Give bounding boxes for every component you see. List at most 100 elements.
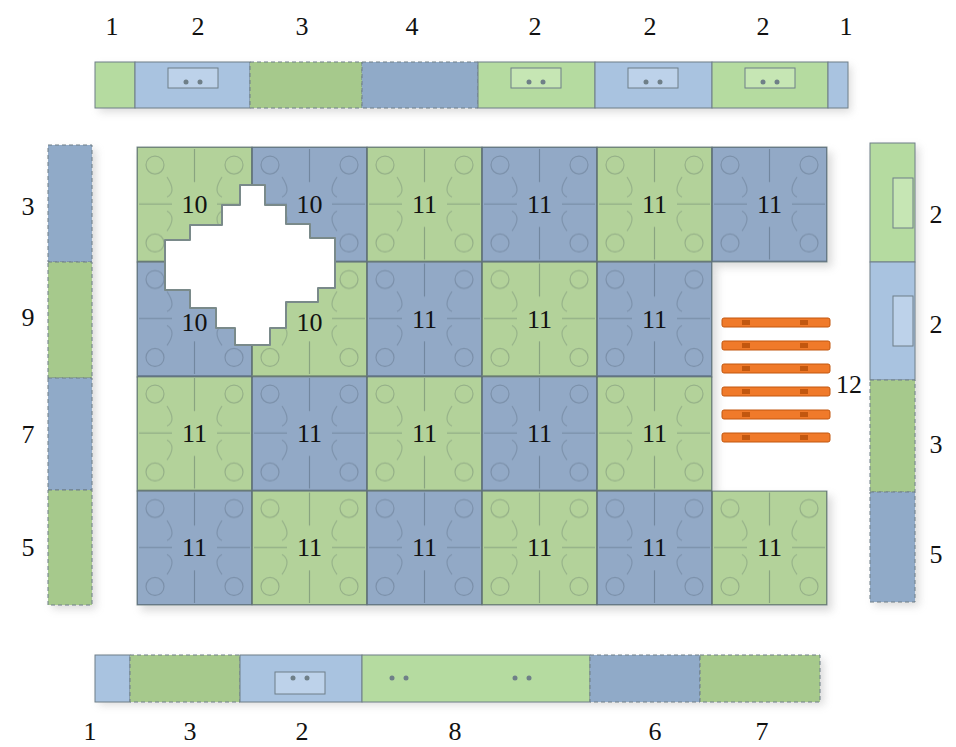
peg	[761, 80, 766, 85]
wall-piece	[870, 262, 915, 380]
callout-number: 11	[527, 535, 552, 561]
bar-stud	[800, 412, 808, 417]
callout-number: 2	[529, 14, 542, 40]
callout-number: 10	[182, 192, 208, 218]
wall-dots	[184, 80, 780, 85]
bar-stud	[800, 366, 808, 371]
bottom-wall	[95, 655, 820, 702]
top-wall	[95, 62, 848, 108]
wall-piece	[48, 378, 92, 490]
wall-tab	[893, 178, 913, 228]
peg	[404, 676, 409, 681]
callout-number: 7	[22, 422, 35, 448]
peg	[541, 80, 546, 85]
bar-stud	[742, 343, 750, 348]
callout-number: 2	[930, 312, 943, 338]
peg	[305, 676, 310, 681]
wall-tab	[168, 68, 218, 88]
callout-number: 10	[182, 310, 208, 336]
callout-number: 10	[297, 310, 323, 336]
callout-number: 11	[642, 307, 667, 333]
callout-number: 1	[84, 719, 97, 745]
wall-piece	[478, 62, 595, 108]
wall-tab	[893, 296, 913, 346]
wall-piece	[362, 655, 590, 702]
wall-tab	[511, 68, 561, 88]
callout-number: 11	[642, 421, 667, 447]
wall-tab	[628, 68, 678, 88]
callout-number: 5	[930, 542, 943, 568]
callout-number: 1	[840, 14, 853, 40]
wall-piece	[595, 62, 712, 108]
peg	[291, 676, 296, 681]
right-wall	[870, 143, 915, 602]
left-wall	[48, 145, 92, 605]
callout-number: 2	[296, 719, 309, 745]
callout-number: 11	[182, 535, 207, 561]
callout-number: 11	[412, 307, 437, 333]
wall-piece	[48, 145, 92, 262]
wall-piece	[870, 492, 915, 602]
peg	[184, 80, 189, 85]
floor-hole	[165, 185, 335, 345]
callout-number: 2	[644, 14, 657, 40]
wall-piece	[240, 655, 362, 702]
callout-number: 8	[449, 719, 462, 745]
callout-number: 3	[22, 194, 35, 220]
wall-tab	[275, 672, 325, 694]
wall-piece	[712, 62, 828, 108]
bar-piece	[722, 318, 830, 327]
bar-studs	[742, 320, 808, 440]
callout-number: 2	[192, 14, 205, 40]
callout-number: 10	[297, 192, 323, 218]
bar-stud	[742, 412, 750, 417]
callout-number: 12	[836, 372, 862, 398]
callout-number: 11	[527, 421, 552, 447]
bar-piece	[722, 341, 830, 350]
callout-number: 11	[412, 535, 437, 561]
peg	[644, 80, 649, 85]
callout-number: 11	[642, 535, 667, 561]
peg	[198, 80, 203, 85]
tile-pattern	[137, 147, 827, 605]
wall-piece	[870, 143, 915, 262]
callout-number: 4	[406, 14, 419, 40]
orange-bars	[722, 318, 830, 442]
callout-number: 11	[182, 421, 207, 447]
wall-dots	[291, 676, 532, 681]
bar-stud	[800, 343, 808, 348]
callout-number: 3	[184, 719, 197, 745]
callout-number: 5	[22, 535, 35, 561]
callout-number: 3	[930, 432, 943, 458]
callout-number: 9	[22, 305, 35, 331]
wall-piece	[250, 62, 362, 108]
bar-stud	[800, 320, 808, 325]
callout-number: 11	[412, 192, 437, 218]
peg	[527, 80, 532, 85]
wall-tab	[745, 68, 795, 88]
callout-number: 2	[757, 14, 770, 40]
wall-piece	[590, 655, 700, 702]
bar-stud	[800, 389, 808, 394]
peg	[513, 676, 518, 681]
bar-stud	[800, 435, 808, 440]
callout-number: 6	[649, 719, 662, 745]
wall-piece	[700, 655, 820, 702]
shadows	[52, 66, 919, 705]
callout-number: 11	[642, 192, 667, 218]
wall-piece	[870, 380, 915, 492]
callout-number: 11	[297, 535, 322, 561]
wall-piece	[48, 490, 92, 605]
peg	[658, 80, 663, 85]
wall-piece	[362, 62, 478, 108]
bar-piece	[722, 364, 830, 373]
peg	[527, 676, 532, 681]
callout-number: 11	[757, 535, 782, 561]
callout-number: 11	[412, 421, 437, 447]
wall-piece	[828, 62, 848, 108]
wall-piece	[135, 62, 250, 108]
floor-tiles	[137, 147, 827, 605]
wall-piece	[95, 655, 130, 702]
callout-number: 11	[527, 307, 552, 333]
